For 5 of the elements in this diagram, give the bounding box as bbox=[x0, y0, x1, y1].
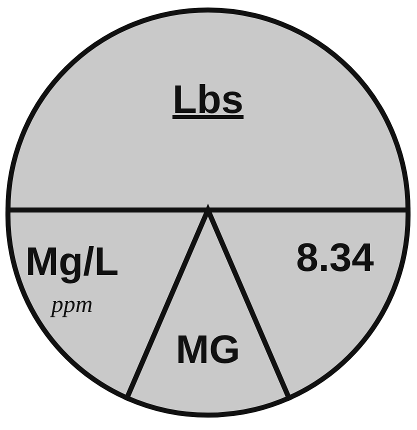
handwritten-note: ppm bbox=[51, 293, 93, 317]
unit-label: Mg/L bbox=[25, 242, 119, 282]
unit-label: Lbs bbox=[172, 80, 244, 120]
unit-label: MG bbox=[176, 330, 240, 370]
unit-label: 8.34 bbox=[296, 238, 374, 278]
